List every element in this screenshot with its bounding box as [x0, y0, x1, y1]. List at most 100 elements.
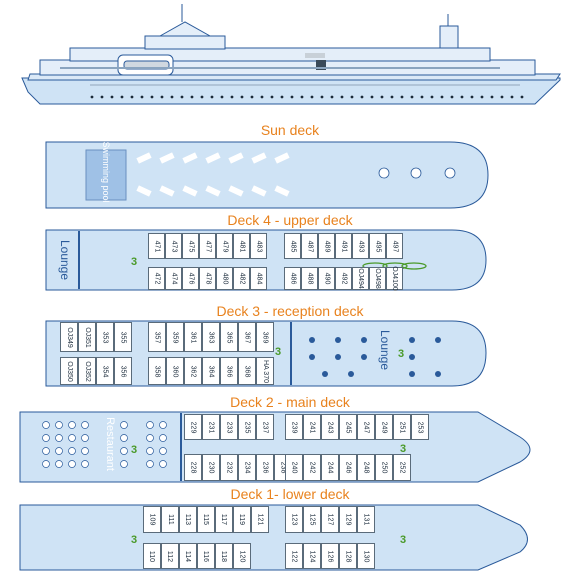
cabin[interactable]: 242	[303, 454, 321, 481]
cabin[interactable]: OJ352	[78, 357, 96, 385]
cabin[interactable]: 472	[148, 267, 165, 290]
cabin[interactable]: 480	[216, 267, 233, 290]
cabin[interactable]: 244	[321, 454, 339, 481]
cabin[interactable]: OJ351	[78, 322, 96, 352]
cabin[interactable]: 367	[238, 322, 256, 352]
cabin[interactable]: 250	[375, 454, 393, 481]
cabin[interactable]: 114	[179, 543, 197, 569]
cabin[interactable]: 355	[114, 322, 132, 352]
cabin[interactable]: 112	[161, 543, 179, 569]
cabin[interactable]: 482	[233, 267, 250, 290]
cabin[interactable]: 251	[393, 414, 411, 440]
cabin[interactable]: 246	[339, 454, 357, 481]
cabin[interactable]: 477	[199, 233, 216, 259]
cabin[interactable]: 118	[215, 543, 233, 569]
cabin[interactable]: 368	[238, 357, 256, 385]
cabin[interactable]: 478	[199, 267, 216, 290]
cabin[interactable]: 486	[284, 267, 301, 290]
cabin[interactable]: 237	[256, 414, 274, 440]
cabin[interactable]: 236	[256, 454, 274, 481]
cabin[interactable]: 488	[301, 267, 318, 290]
cabin-number: 357	[153, 331, 161, 343]
cabin[interactable]: 369	[256, 322, 274, 352]
cabin[interactable]: 471	[148, 233, 165, 259]
cabin[interactable]: OJ349	[60, 322, 78, 352]
cabin[interactable]: 361	[184, 322, 202, 352]
cabin[interactable]: 489	[318, 233, 335, 259]
cabin[interactable]: 353	[96, 322, 114, 352]
cabin[interactable]: 485	[284, 233, 301, 259]
cabin[interactable]: 240	[285, 454, 303, 481]
cabin[interactable]: 121	[251, 506, 269, 533]
cabin[interactable]: 129	[339, 506, 357, 533]
cabin[interactable]: 123	[285, 506, 303, 533]
cabin[interactable]: 130	[357, 543, 375, 569]
cabin[interactable]: 490	[318, 267, 335, 290]
cabin[interactable]: 235	[238, 414, 256, 440]
cabin[interactable]: 493	[352, 233, 369, 259]
cabin[interactable]: 120	[233, 543, 251, 569]
cabin[interactable]: 247	[357, 414, 375, 440]
cabin[interactable]: 231	[202, 414, 220, 440]
cabin[interactable]: 127	[321, 506, 339, 533]
cabin[interactable]: 248	[357, 454, 375, 481]
cabin[interactable]: HA 370	[256, 357, 274, 385]
cabin[interactable]: 364	[202, 357, 220, 385]
cabin[interactable]: 115	[197, 506, 215, 533]
cabin[interactable]: 116	[197, 543, 215, 569]
cabin[interactable]: 126	[321, 543, 339, 569]
cabin[interactable]: 366	[220, 357, 238, 385]
cabin[interactable]: 357	[148, 322, 166, 352]
cabin[interactable]: 119	[233, 506, 251, 533]
cabin[interactable]: 117	[215, 506, 233, 533]
cabin[interactable]: 249	[375, 414, 393, 440]
cabin[interactable]: 354	[96, 357, 114, 385]
cabin[interactable]: 487	[301, 233, 318, 259]
cabin[interactable]: 233	[220, 414, 238, 440]
cabin[interactable]: 473	[165, 233, 182, 259]
cabin[interactable]: 228	[184, 454, 202, 481]
cabin[interactable]: 128	[339, 543, 357, 569]
cabin[interactable]: 239	[285, 414, 303, 440]
cabin[interactable]: 241	[303, 414, 321, 440]
cabin[interactable]: 495	[369, 233, 386, 259]
cabin[interactable]: 109	[143, 506, 161, 533]
cabin[interactable]: 481	[233, 233, 250, 259]
cabin[interactable]: 253	[411, 414, 429, 440]
cabin[interactable]: 234	[238, 454, 256, 481]
cabin[interactable]: 475	[182, 233, 199, 259]
cabin[interactable]: OJ350	[60, 357, 78, 385]
cabin[interactable]: 243	[321, 414, 339, 440]
cabin[interactable]: 232	[220, 454, 238, 481]
cabin[interactable]: 358	[148, 357, 166, 385]
cabin[interactable]: 356	[114, 357, 132, 385]
cabin[interactable]: 230	[202, 454, 220, 481]
cabin[interactable]: 365	[220, 322, 238, 352]
cabin[interactable]: 111	[161, 506, 179, 533]
cabin[interactable]: OJ4100	[386, 266, 403, 291]
cabin[interactable]: 113	[179, 506, 197, 533]
cabin[interactable]: 360	[166, 357, 184, 385]
cabin[interactable]: 491	[335, 233, 352, 259]
cabin[interactable]: 131	[357, 506, 375, 533]
cabin[interactable]: 122	[285, 543, 303, 569]
cabin[interactable]: 483	[250, 233, 267, 259]
cabin-number: 359	[171, 331, 179, 343]
cabin[interactable]: OJ498	[369, 267, 386, 290]
cabin[interactable]: 479	[216, 233, 233, 259]
cabin[interactable]: OJ494	[352, 267, 369, 290]
cabin[interactable]: 484	[250, 267, 267, 290]
cabin[interactable]: 476	[182, 267, 199, 290]
cabin[interactable]: 110	[143, 543, 161, 569]
cabin[interactable]: 125	[303, 506, 321, 533]
cabin[interactable]: 363	[202, 322, 220, 352]
cabin[interactable]: 362	[184, 357, 202, 385]
cabin[interactable]: 359	[166, 322, 184, 352]
cabin[interactable]: 497	[386, 233, 403, 259]
cabin[interactable]: 245	[339, 414, 357, 440]
cabin[interactable]: 124	[303, 543, 321, 569]
cabin[interactable]: 474	[165, 267, 182, 290]
cabin[interactable]: 229	[184, 414, 202, 440]
cabin[interactable]: 492	[335, 267, 352, 290]
cabin[interactable]: 252	[393, 454, 411, 481]
